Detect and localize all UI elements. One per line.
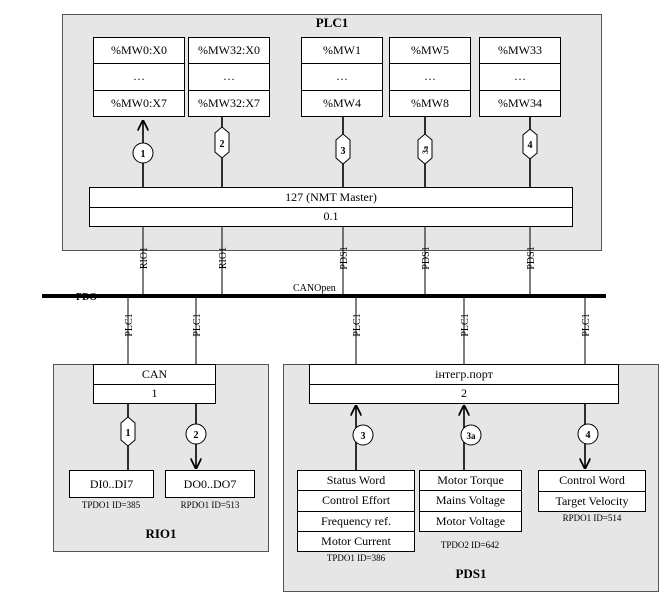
pdo-item: Mains Voltage (420, 490, 521, 510)
rio1-title: RIO1 (145, 526, 177, 541)
tap-label: PLC1 (124, 313, 135, 336)
di-label: DI0..DI7 (89, 476, 134, 491)
tap-label: PLC1 (352, 313, 363, 336)
canopen-label: CANOpen (293, 283, 336, 294)
memory-cell: %MW4 (302, 89, 382, 116)
memory-box-mw33: %MW33 … %MW34 (479, 37, 561, 117)
memory-cell: … (480, 63, 560, 89)
pdo-item: Control Word (559, 473, 625, 488)
plc1-title: PLC1 (315, 15, 349, 30)
tap-label: PDS1 (339, 246, 350, 269)
marker-number: 3 (361, 431, 366, 442)
marker-circle (577, 423, 599, 445)
marker-tag (522, 128, 538, 160)
do-box: DO0..DO7 (165, 470, 255, 498)
do-label: DO0..DO7 (183, 476, 237, 491)
tap-label: PLC1 (192, 313, 203, 336)
pdo-item: Control Effort (298, 490, 414, 510)
tpdo2-pds-box: Motor Torque Mains Voltage Motor Voltage (419, 470, 522, 532)
rpdo1-rio-caption: RPDO1 ID=513 (180, 500, 240, 510)
can-port-number: 1 (94, 383, 215, 404)
marker-number: 2 (194, 430, 199, 441)
marker-number: 4 (528, 140, 533, 151)
marker-tag (214, 126, 230, 159)
marker-tag (417, 133, 433, 165)
memory-cell: %MW5 (411, 43, 449, 58)
integrated-port-number: 2 (310, 383, 618, 404)
memory-box-mw0: %MW0:X0 … %MW0:X7 (93, 37, 185, 117)
rpdo1-pds-caption: RPDO1 ID=514 (562, 513, 622, 523)
nmt-master-title: 127 (NMT Master) (285, 189, 377, 204)
memory-cell: %MW0:X0 (111, 43, 167, 58)
integrated-port-box: інтегр.порт 2 (309, 364, 619, 404)
tap-label: PDS1 (421, 246, 432, 269)
pdo-item: Motor Torque (437, 473, 504, 488)
marker-tag (335, 133, 351, 165)
marker-number: 3a (467, 431, 477, 441)
memory-box-mw5: %MW5 … %MW8 (389, 37, 471, 117)
tpdo2-pds-caption: TPDO2 ID=642 (440, 540, 500, 550)
marker-circle (460, 424, 482, 446)
nmt-master-box: 127 (NMT Master) 0.1 (89, 187, 573, 227)
can-port-title: CAN (141, 366, 168, 381)
pdo-item: Target Velocity (539, 490, 645, 512)
can-port-box: CAN 1 (93, 364, 216, 404)
tap-label: RIO1 (139, 247, 150, 269)
tap-label: RIO1 (218, 247, 229, 269)
marker-tag (120, 416, 136, 447)
tpdo1-rio-caption: TPDO1 ID=385 (81, 500, 141, 510)
pdo-item: Status Word (326, 473, 386, 488)
marker-number: 1 (126, 428, 131, 439)
tpdo1-pds-box: Status Word Control Effort Frequency ref… (297, 470, 415, 552)
pdo-item: Frequency ref. (298, 510, 414, 531)
pdo-item: Motor Voltage (420, 510, 521, 531)
pdo-label: PDO (76, 292, 97, 303)
nmt-master-port: 0.1 (90, 206, 572, 227)
memory-cell: … (390, 63, 470, 89)
memory-cell: %MW34 (480, 89, 560, 116)
memory-cell: … (94, 63, 184, 89)
marker-circle (185, 423, 207, 445)
marker-circle (352, 424, 374, 446)
marker-number: 4 (586, 430, 591, 441)
marker-circle (132, 142, 154, 164)
memory-cell: … (302, 63, 382, 89)
memory-cell: %MW32:X7 (189, 89, 269, 116)
pds1-title: PDS1 (455, 566, 487, 581)
marker-number: 2 (220, 139, 225, 150)
di-box: DI0..DI7 (69, 470, 154, 498)
rpdo1-pds-box: Control Word Target Velocity (538, 470, 646, 512)
memory-cell: … (189, 63, 269, 89)
memory-box-mw1: %MW1 … %MW4 (301, 37, 383, 117)
tap-label: PDS1 (526, 246, 537, 269)
marker-number: 3a (421, 146, 430, 154)
pdo-item: Motor Current (298, 530, 414, 551)
memory-cell: %MW8 (390, 89, 470, 116)
memory-cell: %MW1 (323, 43, 361, 58)
memory-cell: %MW33 (498, 43, 542, 58)
tpdo1-pds-caption: TPDO1 ID=386 (326, 553, 386, 563)
memory-box-mw32: %MW32:X0 … %MW32:X7 (188, 37, 270, 117)
tap-label: PLC1 (460, 313, 471, 336)
integrated-port-title: інтегр.порт (435, 366, 493, 381)
tap-label: PLC1 (581, 313, 592, 336)
memory-cell: %MW0:X7 (94, 89, 184, 116)
marker-number: 1 (141, 149, 146, 160)
marker-number: 3 (341, 146, 346, 157)
memory-cell: %MW32:X0 (198, 43, 260, 58)
